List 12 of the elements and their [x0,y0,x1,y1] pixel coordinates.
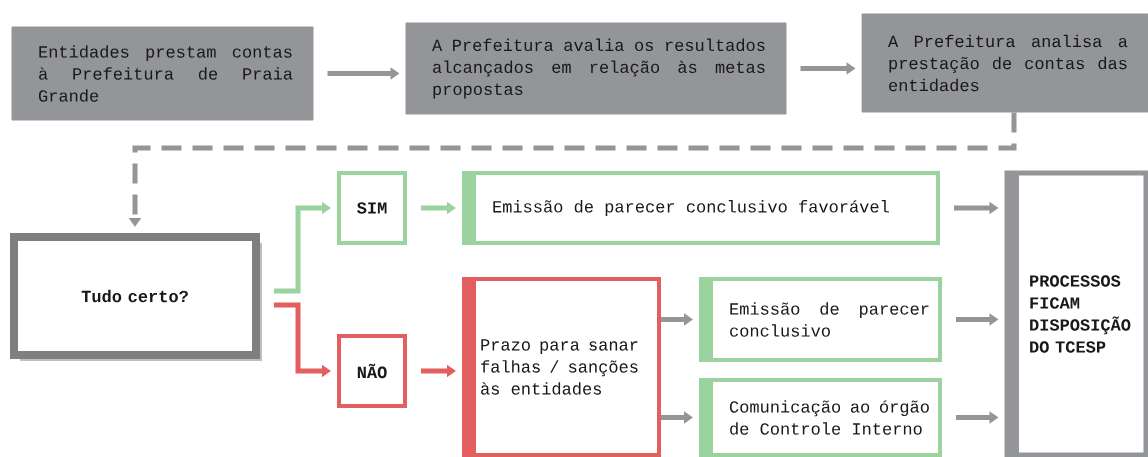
step-box: A Prefeitura avalia os resultados alcançados em relação às metas propostas [405,22,787,115]
answer-box: NÃO [337,334,407,408]
final-box: PROCESSOS FICAM DISPOSIÇÃO DO TCESP [1004,170,1148,457]
result-box: Emissão de parecer conclusivo [699,277,942,362]
answer-box: SIM [337,171,407,245]
action-box: Prazo para sanar falhas / sanções às entidades [462,277,661,457]
result-box: Comunicação ao órgão de Controle Interno [699,378,942,457]
decision-box: Tudo certo? [10,233,262,361]
arrow [274,201,331,294]
step-box: Entidades prestam contas à Prefeitura de Praia Grande [11,26,314,121]
step-box: A Prefeitura analisa a prestação de contas das entidades [861,13,1148,113]
result-box: Emissão de parecer conclusivo favorável [462,171,940,245]
